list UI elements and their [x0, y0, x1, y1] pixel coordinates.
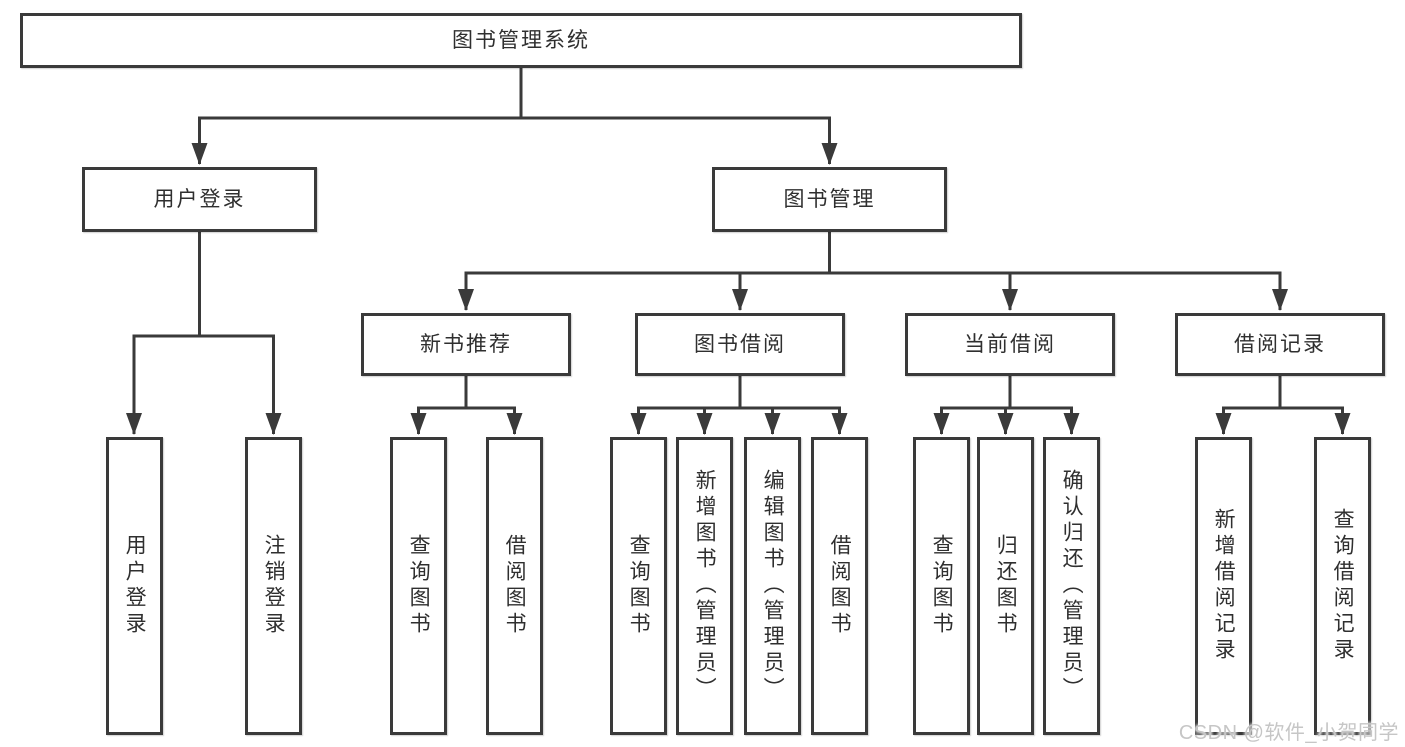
node-book-management: 图书管理 [712, 167, 947, 232]
leaf-records-add-record: 新增借阅记录 [1195, 437, 1252, 735]
node-root-library-system: 图书管理系统 [20, 13, 1022, 68]
leaf-user-login: 用户登录 [106, 437, 163, 735]
node-current-borrow: 当前借阅 [905, 313, 1115, 376]
leaf-current-confirm-return-admin: 确认归还（管理员） [1043, 437, 1100, 735]
leaf-borrow-borrow-books: 借阅图书 [811, 437, 868, 735]
node-new-book-recommend: 新书推荐 [361, 313, 571, 376]
leaf-newbooks-borrow-books: 借阅图书 [486, 437, 543, 735]
leaf-current-return-books: 归还图书 [977, 437, 1034, 735]
leaf-borrow-add-books-admin: 新增图书（管理员） [676, 437, 733, 735]
node-user-login: 用户登录 [82, 167, 317, 232]
leaf-current-query-books: 查询图书 [913, 437, 970, 735]
node-borrow-records: 借阅记录 [1175, 313, 1385, 376]
node-book-borrow: 图书借阅 [635, 313, 845, 376]
leaf-borrow-edit-books-admin: 编辑图书（管理员） [744, 437, 801, 735]
leaf-borrow-query-books: 查询图书 [610, 437, 667, 735]
leaf-records-query-record: 查询借阅记录 [1314, 437, 1371, 735]
csdn-watermark: CSDN @软件_小贺同学 [1178, 722, 1399, 744]
leaf-newbooks-query-books: 查询图书 [390, 437, 447, 735]
leaf-logout-login: 注销登录 [245, 437, 302, 735]
